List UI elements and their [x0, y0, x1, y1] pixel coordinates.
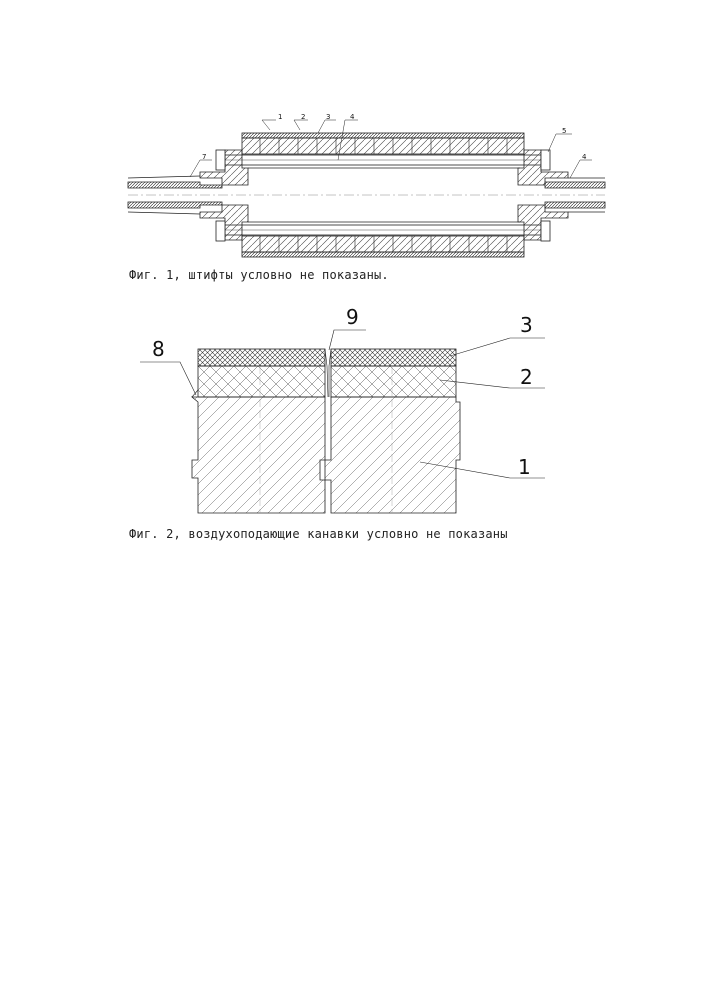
- layer3-right: [331, 349, 456, 366]
- layer2-right: [331, 366, 456, 397]
- fig1-label-1: 1: [278, 113, 282, 121]
- fig1-label-7: 7: [202, 153, 206, 161]
- top-middle-layer: [242, 138, 524, 154]
- fig1-label-2: 2: [301, 113, 305, 121]
- fig2-label-2: 2: [520, 365, 533, 389]
- figure1-drawing: [128, 120, 605, 257]
- body1-right: [325, 397, 460, 513]
- figure2-caption: Фиг. 2, воздухоподающие канавки условно …: [129, 527, 508, 541]
- nut-bottom-left: [216, 221, 225, 241]
- nut-bottom-right: [541, 221, 550, 241]
- top-outer-layer: [242, 133, 524, 138]
- layer2-left: [198, 366, 325, 397]
- body1-left: [192, 397, 325, 513]
- fig2-label-3: 3: [520, 313, 533, 337]
- fig2-label-8: 8: [152, 337, 165, 361]
- right-shaft: [545, 182, 605, 188]
- fig1-label-3: 3: [326, 113, 330, 121]
- figure2-drawing: [140, 330, 545, 513]
- fig1-label-4: 4: [350, 113, 355, 121]
- fig1-label-4b: 4: [582, 153, 587, 161]
- figure1-caption: Фиг. 1, штифты условно не показаны.: [129, 268, 389, 282]
- bottom-middle-layer: [242, 236, 524, 252]
- layer3-left: [198, 349, 325, 366]
- left-shaft: [128, 182, 222, 188]
- bottom-outer-layer: [242, 252, 524, 257]
- nut-top-right: [541, 150, 550, 170]
- nut-top-left: [216, 150, 225, 170]
- fig2-label-1: 1: [518, 455, 531, 479]
- fig2-label-9: 9: [346, 305, 359, 329]
- gap-9: [325, 349, 331, 397]
- fig1-label-5: 5: [562, 127, 566, 135]
